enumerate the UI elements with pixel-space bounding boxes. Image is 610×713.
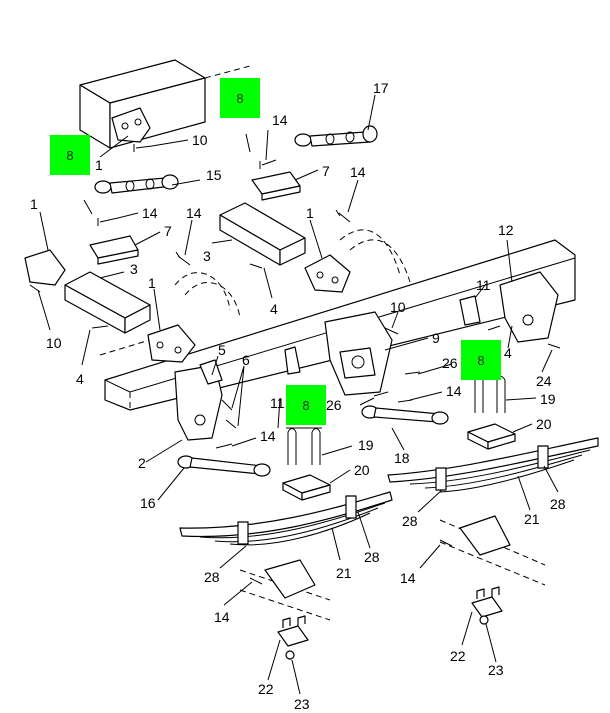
spring-hanger-2 — [174, 359, 223, 441]
callout-1: 1 — [95, 157, 103, 173]
nut-left — [285, 650, 295, 660]
callout-14: 14 — [186, 205, 202, 221]
callout-28: 28 — [550, 496, 566, 512]
callout-10: 10 — [390, 299, 406, 315]
callout-14: 14 — [142, 205, 158, 221]
highlight-label: 8 — [302, 398, 309, 413]
callout-14: 14 — [214, 609, 230, 625]
callout-1: 1 — [30, 196, 38, 212]
callout-7: 7 — [322, 163, 330, 179]
callout-14: 14 — [260, 428, 276, 444]
callout-22: 22 — [450, 648, 466, 664]
spring-seat-right — [467, 423, 516, 450]
leaf-spring-left — [179, 491, 393, 546]
gusset-plate-1-mid — [147, 324, 196, 363]
callout-20: 20 — [354, 462, 370, 478]
gusset-plate-1-right — [304, 254, 351, 293]
radius-rod-16 — [177, 455, 271, 477]
torque-rod-15 — [94, 174, 179, 194]
spring-seat-left — [282, 474, 331, 501]
axle-left — [239, 559, 331, 621]
callout-7: 7 — [164, 223, 172, 239]
callout-12: 12 — [498, 222, 514, 238]
highlight-part-8-left[interactable]: 8 — [50, 135, 90, 175]
callout-28: 28 — [364, 549, 380, 565]
callout-4: 4 — [504, 345, 512, 361]
callout-19: 19 — [358, 437, 374, 453]
callout-19: 19 — [540, 391, 556, 407]
nut-right — [479, 615, 489, 625]
highlight-label: 8 — [236, 91, 243, 106]
callout-10: 10 — [192, 132, 208, 148]
callout-6: 6 — [242, 352, 250, 368]
callout-22: 22 — [258, 681, 274, 697]
highlight-label: 8 — [477, 353, 484, 368]
callout-17: 17 — [373, 80, 389, 96]
crossmember-3-right — [219, 202, 306, 266]
callout-21: 21 — [524, 511, 540, 527]
callout-11: 11 — [270, 395, 285, 411]
callout-24: 24 — [536, 373, 552, 389]
callout-26: 26 — [326, 397, 342, 413]
bracket-7-upper — [251, 171, 301, 201]
callout-14: 14 — [446, 383, 462, 399]
upper-bracket — [111, 107, 151, 143]
highlight-part-8-right[interactable]: 8 — [461, 340, 501, 380]
callout-10: 10 — [46, 335, 62, 351]
callout-23: 23 — [488, 662, 504, 678]
hose-lines — [174, 229, 411, 319]
torque-rod-17 — [294, 125, 378, 147]
bolts — [29, 133, 561, 585]
callout-20: 20 — [536, 416, 552, 432]
callout-9: 9 — [432, 330, 440, 346]
spring-clip-right — [471, 586, 503, 618]
callout-1: 1 — [306, 205, 314, 221]
bracket-11-right — [459, 295, 481, 326]
callout-4: 4 — [270, 301, 278, 317]
callout-14: 14 — [400, 570, 416, 586]
highlight-label: 8 — [66, 148, 73, 163]
radius-rod-18 — [361, 405, 449, 425]
crossmember-3-left — [64, 271, 151, 334]
callout-14: 14 — [350, 164, 366, 180]
callout-21: 21 — [336, 565, 352, 581]
highlight-part-8-center[interactable]: 8 — [286, 385, 326, 425]
callouts: 1 10 15 14 17 7 14 14 14 1 7 1 3 3 1 4 1… — [30, 80, 566, 712]
spring-hanger-9 — [324, 311, 393, 396]
callout-16: 16 — [140, 495, 156, 511]
highlight-part-8-top[interactable]: 8 — [220, 78, 260, 118]
bracket-11-left — [284, 346, 301, 375]
leaf-spring-right — [387, 437, 599, 493]
callout-11: 11 — [476, 277, 491, 293]
callout-14: 14 — [272, 112, 288, 128]
gusset-plate-left — [24, 249, 66, 286]
spring-clip-left — [277, 615, 309, 647]
callout-4: 4 — [76, 371, 84, 387]
callout-1: 1 — [148, 275, 156, 291]
axle-right — [439, 515, 546, 586]
callout-23: 23 — [294, 696, 310, 712]
u-bolts-right — [474, 376, 506, 413]
spring-hanger-12 — [499, 271, 559, 343]
callout-3: 3 — [130, 261, 138, 277]
u-bolts-left — [286, 427, 322, 465]
callout-28: 28 — [402, 513, 418, 529]
callout-26: 26 — [442, 355, 458, 371]
callout-15: 15 — [206, 167, 222, 183]
callout-2: 2 — [138, 455, 146, 471]
callout-28: 28 — [204, 569, 220, 585]
callout-5: 5 — [218, 342, 226, 358]
callout-3: 3 — [203, 248, 211, 264]
callout-18: 18 — [394, 450, 410, 466]
bracket-7-left — [89, 235, 139, 265]
leader-lines — [37, 94, 559, 695]
